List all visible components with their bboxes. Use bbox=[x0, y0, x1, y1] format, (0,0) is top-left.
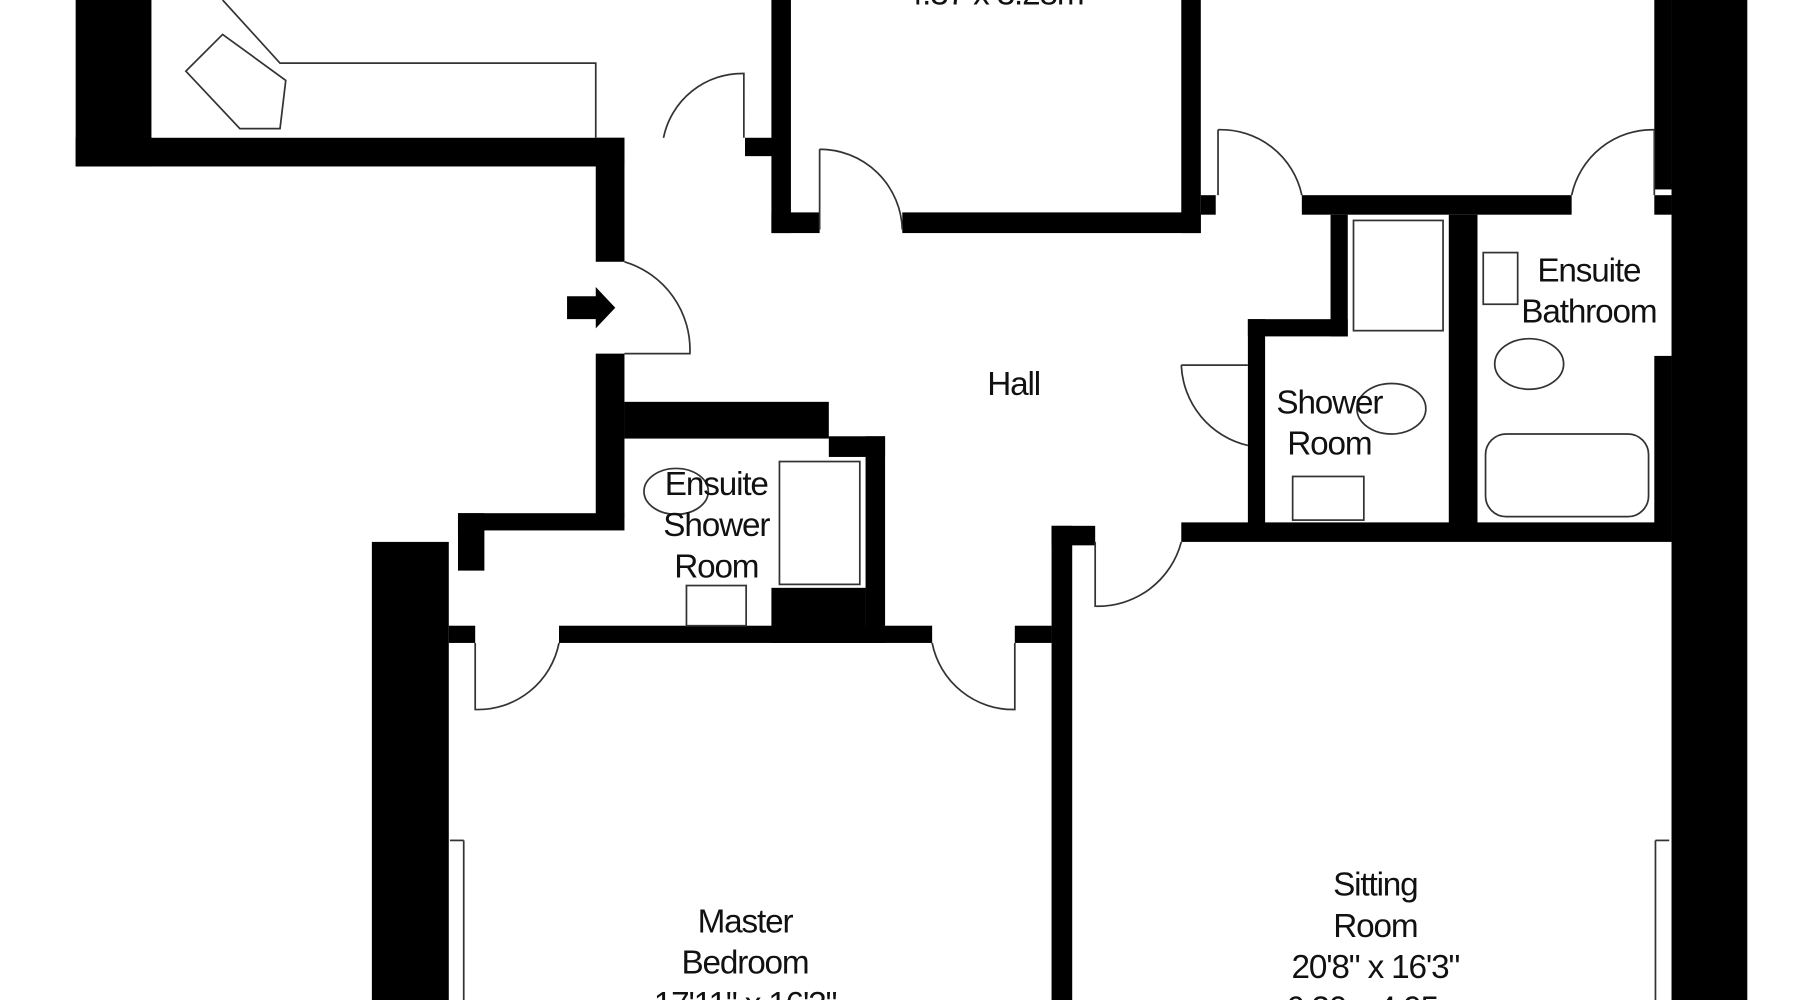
shower-tray-icon bbox=[1352, 219, 1444, 332]
basin-icon bbox=[685, 584, 748, 627]
basin-icon bbox=[1291, 475, 1365, 521]
shower-room-label-2: Room bbox=[1287, 426, 1371, 463]
shower-room-label-1: Shower bbox=[1276, 384, 1383, 421]
master-bedroom-label-2: Bedroom bbox=[681, 945, 808, 982]
entry-door-icon bbox=[624, 260, 691, 355]
basin-icon bbox=[1482, 251, 1519, 306]
door-icon bbox=[1180, 364, 1249, 447]
toilet-icon bbox=[643, 467, 710, 516]
walls bbox=[75, 0, 1748, 1000]
fixtures bbox=[184, 0, 1670, 1000]
door-icon bbox=[931, 642, 1016, 711]
master-bedroom-dims: 17'11" x 16'3" bbox=[654, 986, 837, 1000]
sitting-room-dims-imperial: 20'8" x 16'3" bbox=[1292, 949, 1460, 986]
toilet-icon bbox=[1493, 337, 1565, 391]
door-icon bbox=[662, 72, 745, 138]
ensuite-shower-label-1: Ensuite bbox=[665, 466, 769, 503]
door-icon bbox=[1094, 541, 1183, 608]
door-icon bbox=[474, 642, 560, 711]
master-bedroom-label-1: Master bbox=[698, 903, 794, 940]
bath-icon bbox=[1484, 433, 1650, 518]
room-labels: 4.37 x 3.28m Hall Ensuite Bathroom Showe… bbox=[654, 0, 1658, 1000]
shower-tray-icon bbox=[778, 460, 861, 586]
top-room-dims: 4.37 x 3.28m bbox=[905, 0, 1084, 13]
sitting-room-label-2: Room bbox=[1333, 908, 1417, 945]
ensuite-shower-label-2: Shower bbox=[663, 507, 770, 544]
ensuite-bathroom-label-2: Bathroom bbox=[1521, 294, 1656, 331]
sitting-room-dims-metric: 6.30 x 4.95m bbox=[1286, 991, 1465, 1000]
ensuite-shower-label-3: Room bbox=[674, 548, 758, 585]
door-icon bbox=[1217, 128, 1303, 196]
ensuite-bathroom-label-1: Ensuite bbox=[1537, 252, 1641, 289]
door-icon bbox=[818, 148, 904, 230]
kitchen-sink-icon bbox=[184, 33, 287, 130]
toilet-icon bbox=[1356, 382, 1427, 435]
hall-label: Hall bbox=[987, 366, 1040, 403]
arrow-right-icon bbox=[567, 287, 616, 329]
door-icon bbox=[1570, 128, 1656, 196]
sitting-room-label-1: Sitting bbox=[1333, 867, 1417, 904]
